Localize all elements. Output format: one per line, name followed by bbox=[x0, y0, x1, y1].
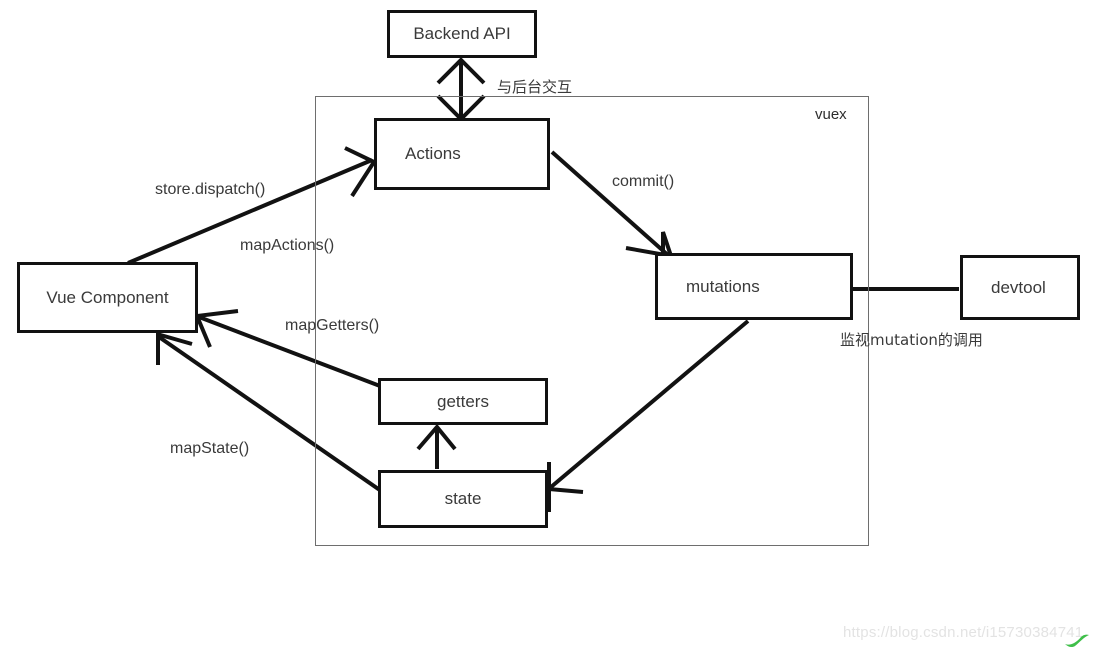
node-actions-label: Actions bbox=[405, 144, 461, 163]
csdn-logo-icon bbox=[1065, 634, 1089, 648]
node-backend-api-label: Backend API bbox=[413, 24, 511, 43]
edge-label-map-state: mapState() bbox=[170, 440, 250, 457]
edge-label-map-getters: mapGetters() bbox=[285, 317, 380, 334]
edge-label-watch-mutation: 监视mutation的调用 bbox=[840, 331, 983, 349]
edge-state-to-getters bbox=[416, 423, 457, 469]
node-devtool: devtool bbox=[960, 255, 1080, 320]
node-getters: getters bbox=[378, 378, 548, 425]
node-actions: Actions bbox=[374, 118, 550, 190]
node-devtool-label: devtool bbox=[991, 277, 1046, 297]
node-vue-component-label: Vue Component bbox=[46, 287, 169, 307]
edge-label-backend-interact: 与后台交互 bbox=[497, 78, 573, 96]
watermark-text: https://blog.csdn.net/i15730384741 bbox=[843, 624, 1084, 641]
node-getters-label: getters bbox=[437, 391, 489, 411]
node-state-label: state bbox=[444, 489, 482, 508]
node-vue-component: Vue Component bbox=[17, 262, 198, 333]
node-mutations: mutations bbox=[655, 253, 853, 320]
vuex-container bbox=[315, 96, 869, 546]
edge-label-map-actions: mapActions() bbox=[240, 237, 335, 254]
node-backend-api: Backend API bbox=[387, 10, 537, 58]
node-state: state bbox=[378, 470, 548, 528]
vuex-container-label: vuex bbox=[815, 106, 847, 123]
edge-mutations-to-state bbox=[547, 319, 750, 512]
edge-label-commit: commit() bbox=[612, 173, 675, 190]
edge-state-to-component bbox=[156, 332, 386, 495]
node-mutations-label: mutations bbox=[686, 276, 760, 296]
edge-label-store-dispatch: store.dispatch() bbox=[155, 181, 266, 198]
